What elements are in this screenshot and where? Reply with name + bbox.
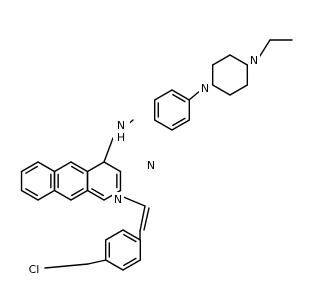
piperazine-nitrogen-right-label: N [250,54,258,67]
ring-nitrogen-bottom-label: N [114,193,122,206]
ring-nitrogen-top-label: N [147,159,155,172]
vinyl-double-bond-inner [143,207,150,231]
benzo-ring-middle-bond [70,161,89,173]
benzo-ring-middle-bond [53,161,72,173]
piperazine-ring-bond [229,54,249,66]
benzo-ring-middle-bond [70,189,89,201]
n-ring-top-bg [145,158,157,172]
aminophenyl-ring-bond [153,119,173,131]
pyrimidine-ring-bond [86,189,105,201]
nh-hydrogen-label: H [117,131,125,144]
piperazine-ring-bond [229,84,249,96]
benzo-ring-left-double-bond [25,165,39,174]
benzo-ring-middle-double-bond [70,188,84,197]
chlorophenyl-ring-bond [104,229,124,241]
nh-atom-label: N [117,119,125,132]
molecule-structure: N H N N N N Cl [20,39,293,276]
chlorophenyl-ring-bond [104,259,124,271]
chlorophenyl-ring-bond [122,259,142,271]
benzo-ring-left-bond [20,161,39,173]
bond-layer [20,39,293,271]
chlorophenyl-ring-bond [122,229,142,241]
c4-to-nh-bond [103,137,114,163]
vinyl-double-bond [139,205,146,232]
benzo-ring-left-double-bond [25,188,39,197]
structure-canvas: N H N N N N Cl [20,39,293,276]
nh-label-bg [113,115,130,139]
aminophenyl-ring-bond [153,89,173,101]
n-piperazine-left-bg [199,81,211,95]
aminophenyl-ring-double-bond [172,117,186,127]
chlorine-label-bg [24,262,44,276]
piperazine-nitrogen-left-label: N [201,82,209,95]
chlorine-atom-label: Cl [29,263,40,276]
benzo-ring-middle-bond [53,189,72,201]
pyrimidine-ring-bond [103,161,122,173]
piperazine-ring-bond [211,54,231,66]
n-ring-bottom-bg [112,192,124,206]
c2-to-vinyl-bond [120,195,146,207]
chlorophenyl-ring-double-bond [123,257,137,267]
piperazine-ring-bond [211,84,231,96]
benzo-ring-left-bond [37,161,56,173]
pyrimidine-ring-bond [86,161,105,173]
pyrimidine-ring-double-bond [91,188,105,197]
chlorophenyl-to-chlorine-link [87,259,107,265]
benzo-ring-left-bond [37,189,56,201]
atom-label-layer: N H N N N N Cl [24,53,260,276]
benzo-ring-left-bond [20,189,39,201]
benzo-ring-middle-double-bond [70,165,84,174]
n-piperazine-right-bg [248,53,260,67]
aminophenyl-ring-bond [171,119,191,131]
aminophenyl-ring-bond [171,89,191,101]
aminophenyl-ring-double-bond [172,93,186,103]
chlorophenyl-ring-double-bond [123,233,137,243]
chlorine-bond [44,263,89,269]
